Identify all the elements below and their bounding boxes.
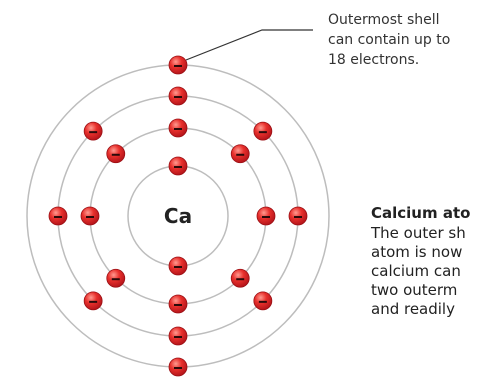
electron-shell-2	[169, 295, 187, 313]
electron-shell-1	[169, 257, 187, 275]
description-line: two outerm	[371, 281, 488, 300]
calcium-atom-description: Calcium ato The outer sh atom is now cal…	[371, 204, 488, 319]
electron-shell-3	[254, 292, 272, 310]
electron-shell-3	[289, 207, 307, 225]
nucleus-label: Ca	[164, 204, 192, 228]
annotation-line: can contain up to	[328, 30, 488, 50]
annotation-line: 18 electrons.	[328, 50, 488, 70]
electron-shell-2	[169, 119, 187, 137]
electron-shell-2	[231, 145, 249, 163]
annotation-leader-line	[186, 30, 313, 60]
outer-shell-annotation: Outermost shell can contain up to 18 ele…	[328, 10, 488, 70]
electron-shell-3	[84, 122, 102, 140]
electron-shell-2	[107, 145, 125, 163]
description-line: and readily	[371, 300, 488, 319]
electron-shell-3	[169, 87, 187, 105]
electron-shell-2	[257, 207, 275, 225]
electron-shell-4	[169, 56, 187, 74]
electron-shell-2	[81, 207, 99, 225]
electron-shell-4	[169, 358, 187, 376]
electron-shell-3	[169, 327, 187, 345]
electron-shell-3	[254, 122, 272, 140]
electron-shell-2	[107, 269, 125, 287]
electron-shell-2	[231, 269, 249, 287]
description-line: The outer sh	[371, 224, 488, 243]
annotation-line: Outermost shell	[328, 10, 488, 30]
electron-shell-3	[49, 207, 67, 225]
description-line: calcium can	[371, 262, 488, 281]
description-title: Calcium ato	[371, 204, 488, 223]
electron-shell-3	[84, 292, 102, 310]
description-line: atom is now	[371, 243, 488, 262]
electron-shell-1	[169, 157, 187, 175]
